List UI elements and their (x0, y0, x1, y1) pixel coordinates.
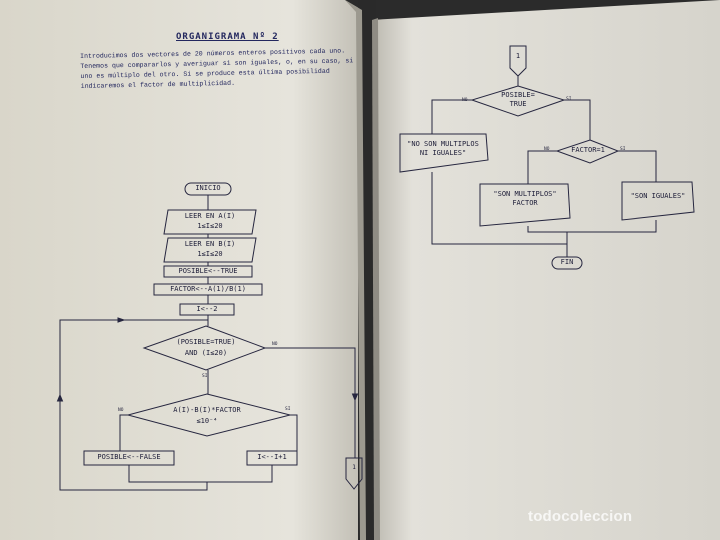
connector-1-left (345, 457, 363, 490)
right-page (370, 0, 720, 540)
no-multiples-output (399, 133, 489, 173)
multiple-check-diamond (126, 393, 291, 437)
intro-paragraph: Introducimos dos vectores de 20 números … (80, 46, 361, 92)
left-page (0, 0, 366, 540)
i-init-box (179, 303, 235, 316)
equal-output (621, 181, 695, 221)
loop-condition-diamond (142, 325, 267, 371)
multiples-output (479, 183, 571, 227)
end-terminal (551, 256, 583, 270)
read-b-io-box (163, 237, 257, 263)
connector-1-right (509, 45, 527, 77)
watermark: todocoleccion (528, 508, 633, 525)
page-heading: ORGANIGRAMA Nº 2 (176, 32, 279, 42)
posible-diamond (470, 85, 566, 117)
read-a-io-box (163, 209, 257, 235)
factor-diamond (555, 139, 620, 164)
